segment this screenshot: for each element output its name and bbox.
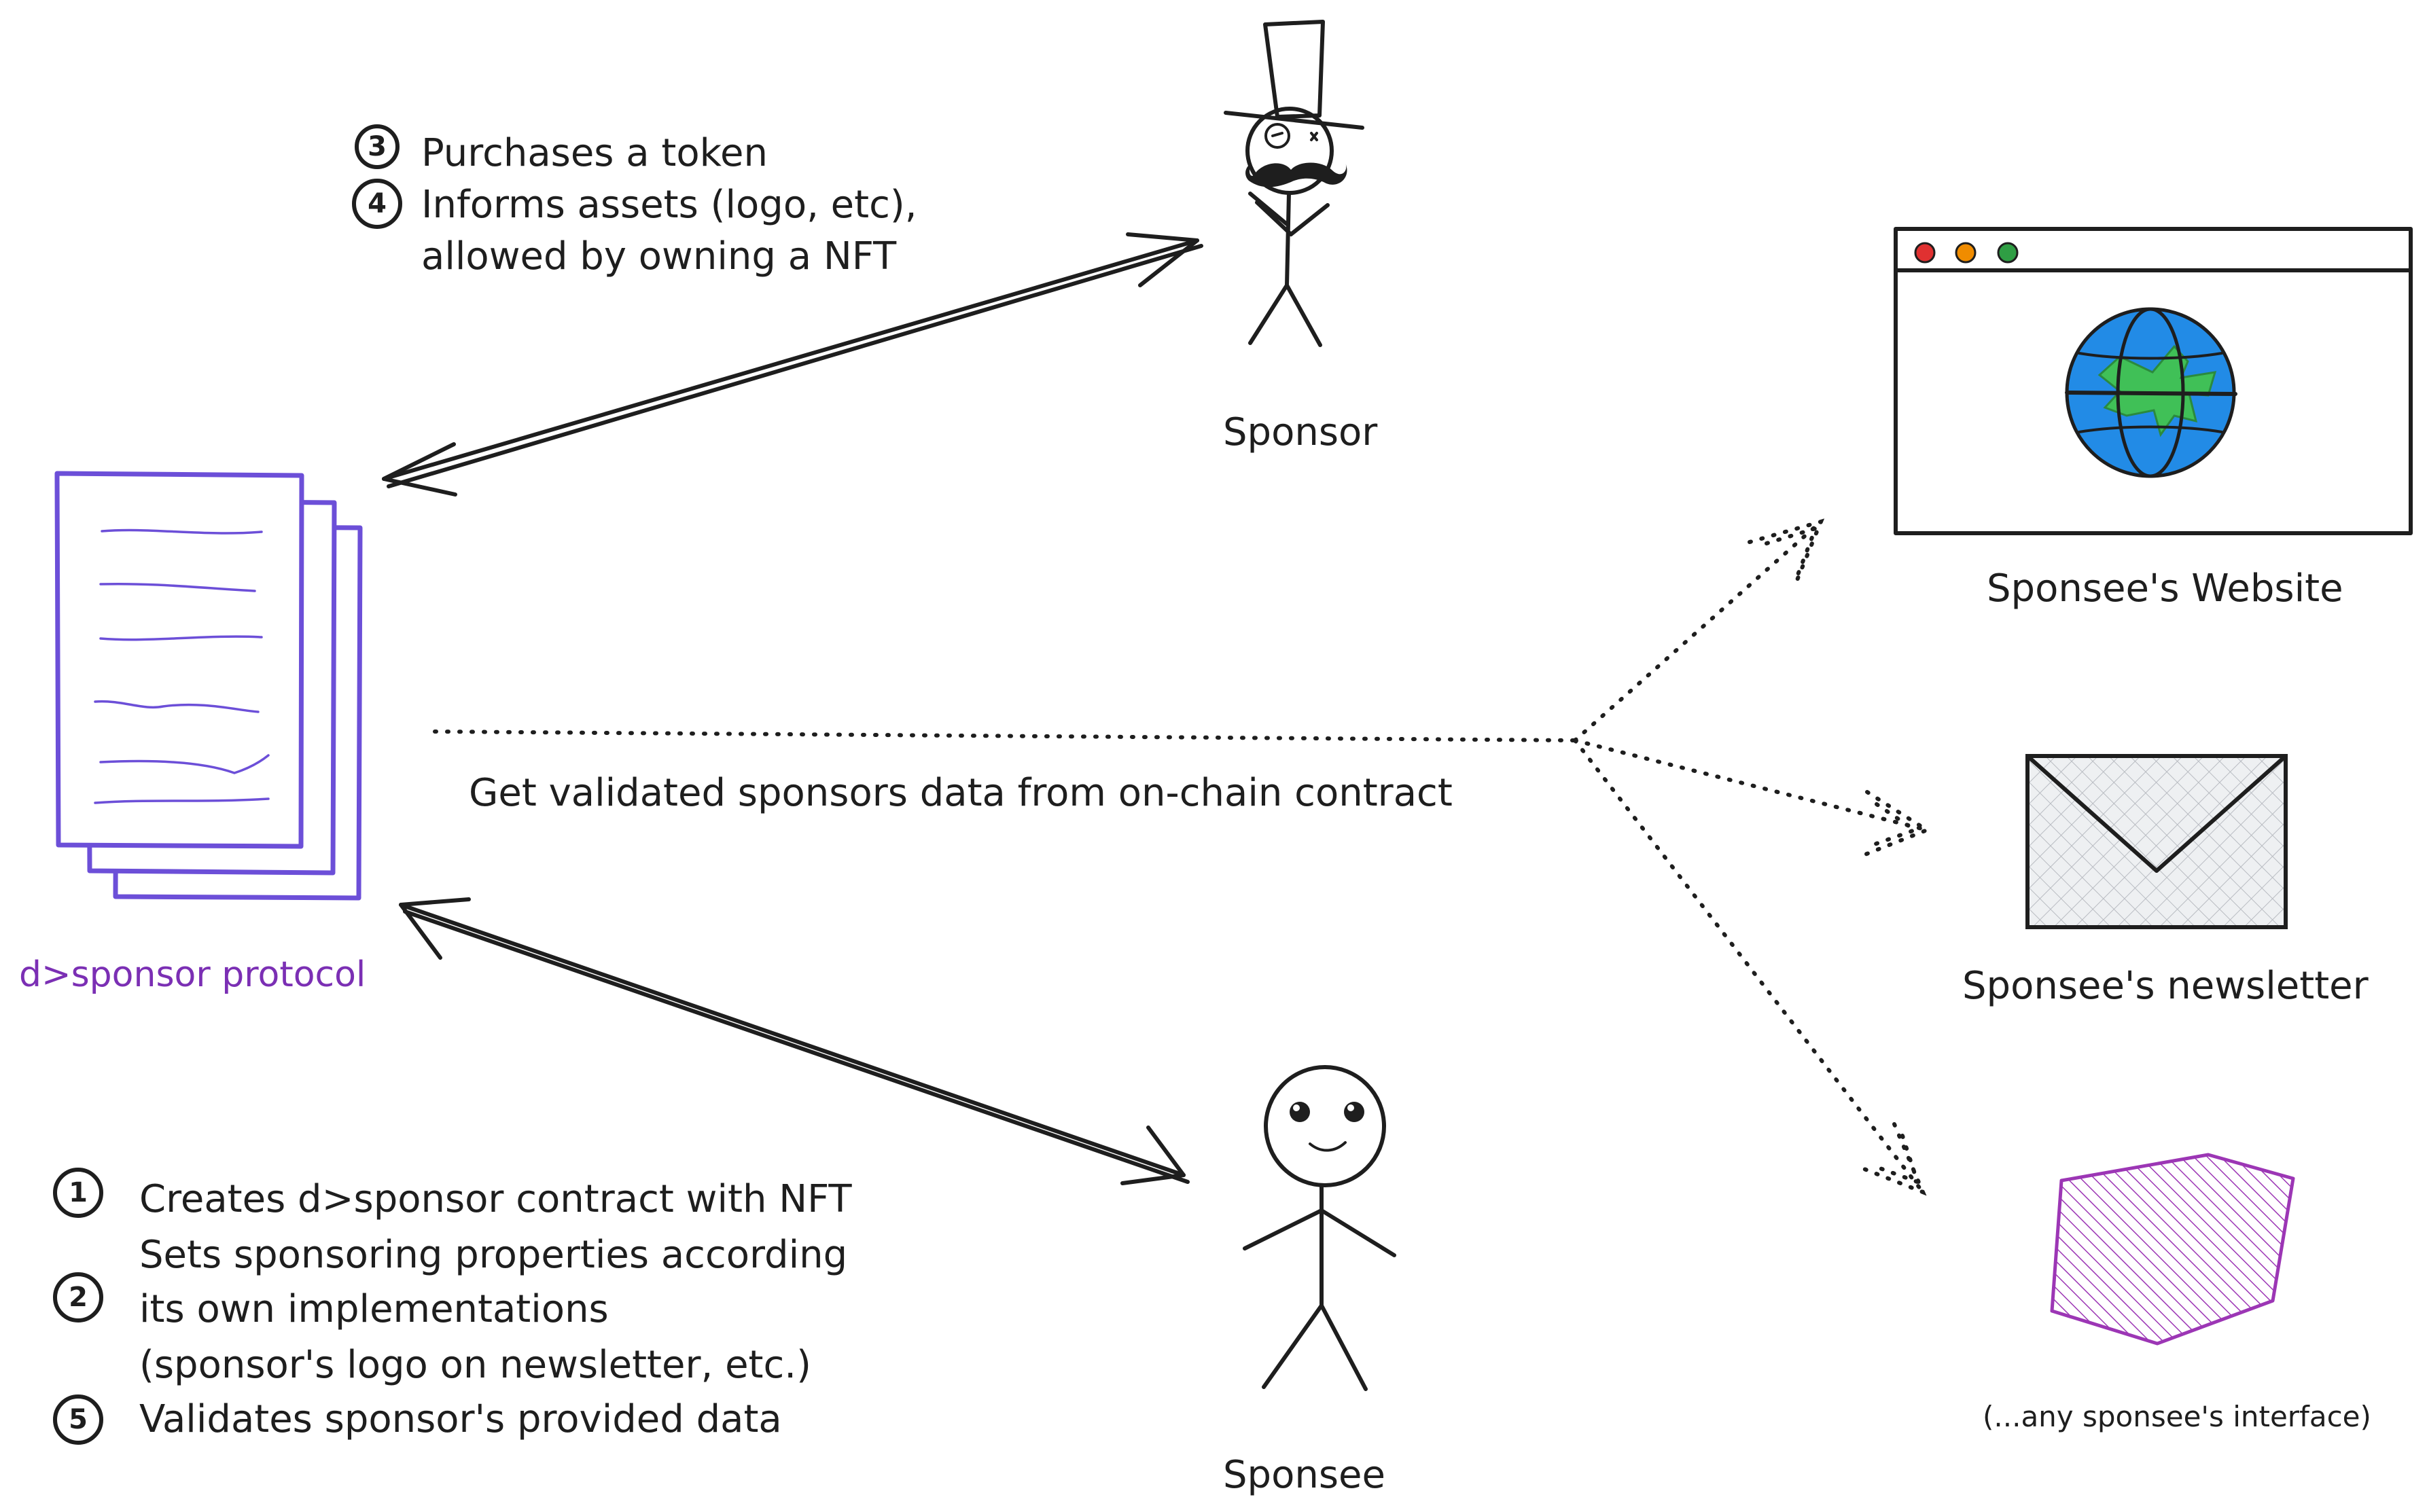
step-1-text-continuation: Sets sponsoring properties according xyxy=(139,1233,847,1277)
sponsor-figure-icon xyxy=(1224,20,1364,347)
step-5-text: Validates sponsor's provided data xyxy=(139,1397,782,1441)
step-number-3: 3 xyxy=(368,131,387,162)
newsletter-arrowhead-icon xyxy=(1860,790,1932,858)
sponsee-steps-list: 1 Creates d>sponsor contract with NFT Se… xyxy=(53,1168,852,1445)
sponsor-protocol-arrow xyxy=(382,232,1203,497)
data-flow-label: Get validated sponsors data from on-chai… xyxy=(469,771,1453,815)
sponsor-step-3: 3 Purchases a token xyxy=(355,124,768,175)
sponsee-figure-icon xyxy=(1243,1065,1396,1391)
protocol-document-stack-icon xyxy=(54,471,363,901)
interface-arrowhead-icon xyxy=(1857,1122,1927,1196)
sponsor-step-4: 4 Informs assets (logo, etc), allowed by… xyxy=(352,179,917,278)
step-2-text: its own implementations xyxy=(139,1287,609,1331)
envelope-icon xyxy=(2025,754,2288,929)
step-number-5: 5 xyxy=(69,1404,88,1435)
sponsee-label: Sponsee xyxy=(1223,1453,1385,1497)
newsletter-label: Sponsee's newsletter xyxy=(1962,964,2369,1008)
sponsee-protocol-arrow xyxy=(399,897,1190,1185)
globe-icon xyxy=(2065,307,2237,478)
interface-label: (...any sponsee's interface) xyxy=(1983,1400,2371,1433)
step-number-4: 4 xyxy=(368,188,387,219)
protocol-label: d>sponsor protocol xyxy=(19,954,366,995)
website-arrowhead-icon xyxy=(1748,518,1825,590)
hexagon-interface-icon xyxy=(2050,1153,2295,1346)
website-label: Sponsee's Website xyxy=(1987,566,2343,611)
step-4-text-continuation: allowed by owning a NFT xyxy=(421,234,897,278)
step-3-text: Purchases a token xyxy=(421,131,768,175)
sponsor-label: Sponsor xyxy=(1223,410,1378,454)
step-4-text: Informs assets (logo, etc), xyxy=(421,183,917,227)
step-number-1: 1 xyxy=(69,1177,88,1208)
data-flow-connector xyxy=(433,520,1929,1194)
step-2-text-continuation: (sponsor's logo on newsletter, etc.) xyxy=(139,1343,811,1387)
step-1-text: Creates d>sponsor contract with NFT xyxy=(139,1177,852,1221)
website-browser-icon xyxy=(1894,227,2413,535)
step-number-2: 2 xyxy=(69,1282,88,1313)
